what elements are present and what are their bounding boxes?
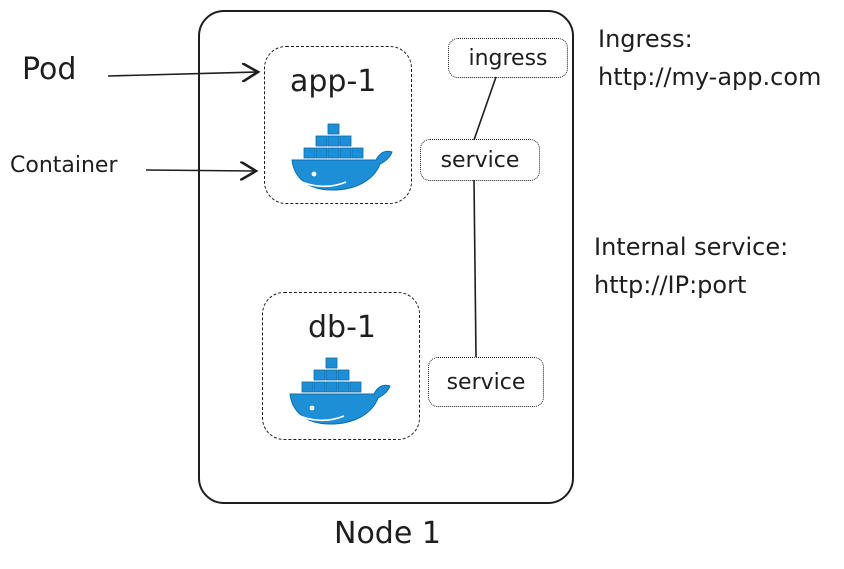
pod-label: Pod [22, 52, 77, 87]
pod-arrow [107, 72, 258, 76]
container-label: Container [10, 153, 118, 178]
internal-service-note-title: Internal service: [594, 233, 789, 261]
db-service-box: service [428, 357, 544, 407]
service-to-service-line [473, 179, 477, 358]
docker-whale-icon [289, 357, 391, 425]
internal-service-note: Internal service: http://IP:port [594, 228, 788, 304]
ingress-box: ingress [448, 38, 568, 78]
pod-app-name: app-1 [290, 64, 377, 99]
app-service-box: service [420, 139, 540, 181]
pod-db-name: db-1 [308, 310, 376, 345]
docker-whale-icon [291, 123, 393, 191]
pod-app [264, 46, 412, 204]
ingress-to-service-line [473, 76, 497, 141]
node-box [198, 10, 574, 504]
node-label: Node 1 [334, 516, 441, 551]
internal-service-note-url: http://IP:port [594, 271, 747, 299]
ingress-note-url: http://my-app.com [598, 63, 822, 91]
pod-db [262, 292, 420, 440]
container-arrow [145, 170, 256, 171]
ingress-note-title: Ingress: [598, 25, 693, 53]
ingress-note: Ingress: http://my-app.com [598, 20, 821, 96]
